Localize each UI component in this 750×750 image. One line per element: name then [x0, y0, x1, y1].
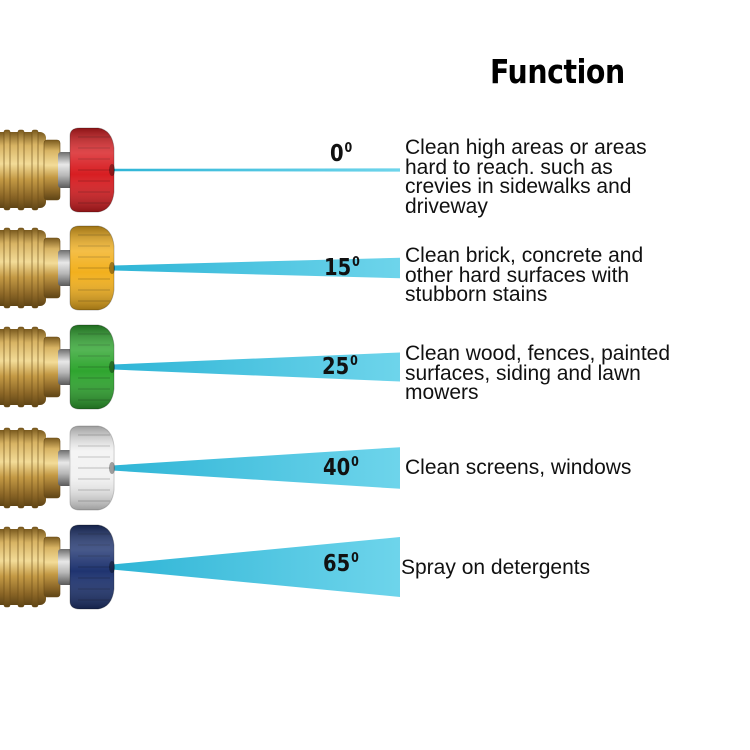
brass-ring-40-1 — [17, 427, 25, 509]
angle-label-65: 650 — [323, 551, 359, 577]
function-description-15: Clean brick, concrete and other hard sur… — [405, 244, 644, 306]
brass-ring-0-1 — [17, 129, 25, 211]
page-title: Function — [490, 52, 625, 91]
brass-ring-25-2 — [31, 326, 39, 408]
nozzle-row-40 — [0, 425, 400, 511]
cap-shading-65 — [70, 525, 114, 609]
nozzle-orifice-15 — [109, 262, 115, 274]
spray-fan-40 — [112, 447, 400, 489]
brass-ring-65-2 — [31, 526, 39, 608]
nozzle-row-25 — [0, 324, 400, 410]
spray-fan-25 — [112, 352, 400, 382]
brass-ring-15-1 — [17, 227, 25, 309]
nozzle-row-15 — [0, 225, 400, 311]
angle-label-15: 150 — [324, 255, 360, 281]
function-description-65: Spray on detergents — [401, 556, 591, 579]
cap-shading-0 — [70, 128, 114, 212]
brass-ring-40-0 — [3, 427, 11, 509]
brass-ring-25-0 — [3, 326, 11, 408]
angle-value: 15 — [324, 255, 352, 281]
function-description-0: Clean high areas or areas hard to reach.… — [405, 136, 647, 218]
brass-ring-25-1 — [17, 326, 25, 408]
brass-ring-15-0 — [3, 227, 11, 309]
angle-label-0: 00 — [330, 141, 352, 167]
degree-mark: 0 — [352, 255, 360, 270]
angle-value: 0 — [330, 141, 344, 167]
nozzle-row-65 — [0, 524, 400, 610]
brass-ring-0-0 — [3, 129, 11, 211]
angle-value: 40 — [323, 455, 351, 481]
nozzle-orifice-40 — [109, 462, 115, 474]
cap-shading-40 — [70, 426, 114, 510]
angle-value: 25 — [322, 354, 350, 380]
spray-fan-0 — [112, 168, 400, 172]
nozzle-orifice-0 — [109, 164, 115, 176]
brass-hex-0 — [43, 139, 61, 201]
brass-ring-0-2 — [31, 129, 39, 211]
nozzle-orifice-25 — [109, 361, 115, 373]
brass-ring-65-1 — [17, 526, 25, 608]
nozzle-row-0 — [0, 127, 400, 213]
nozzle-orifice-65 — [109, 561, 115, 573]
angle-label-40: 400 — [323, 455, 359, 481]
brass-hex-65 — [43, 536, 61, 598]
spray-fan-65 — [112, 537, 400, 597]
angle-value: 65 — [323, 551, 351, 577]
degree-mark: 0 — [350, 354, 358, 369]
function-description-25: Clean wood, fences, painted surfaces, si… — [405, 342, 671, 404]
brass-hex-25 — [43, 336, 61, 398]
degree-mark: 0 — [344, 141, 353, 156]
brass-ring-15-2 — [31, 227, 39, 309]
cap-shading-15 — [70, 226, 114, 310]
brass-hex-15 — [43, 237, 61, 299]
brass-ring-40-2 — [31, 427, 39, 509]
degree-mark: 0 — [351, 455, 359, 470]
degree-mark: 0 — [351, 551, 359, 566]
angle-label-25: 250 — [322, 354, 358, 380]
cap-shading-25 — [70, 325, 114, 409]
function-description-40: Clean screens, windows — [405, 456, 632, 479]
brass-ring-65-0 — [3, 526, 11, 608]
spray-fan-15 — [112, 257, 400, 279]
brass-hex-40 — [43, 437, 61, 499]
